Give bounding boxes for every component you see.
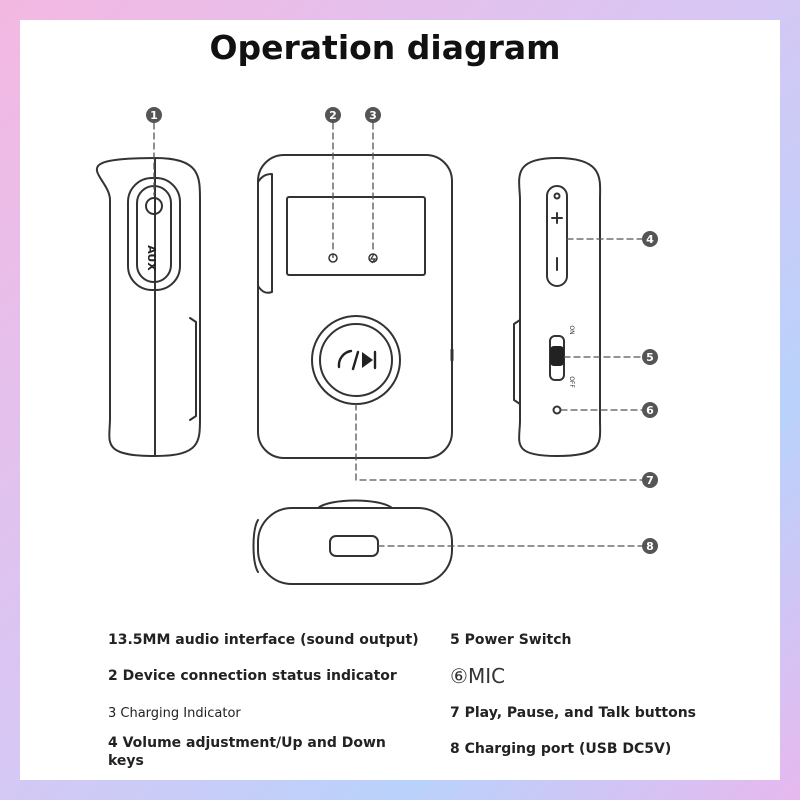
callout-7-number: 7 bbox=[646, 474, 654, 487]
switch-on-label: ON bbox=[568, 325, 575, 334]
callout-8: 8 bbox=[642, 538, 658, 554]
legend-item-3: 3 Charging Indicator bbox=[108, 706, 241, 721]
callout-6-number: 6 bbox=[646, 404, 654, 417]
callout-5: 5 bbox=[642, 349, 658, 365]
page-title: Operation diagram bbox=[209, 28, 561, 67]
legend-item-2: 2 Device connection status indicator bbox=[108, 668, 397, 684]
leader-lines bbox=[153, 122, 644, 547]
legend-item-6: ⑥MIC bbox=[450, 664, 505, 688]
legend-item-4: 4 Volume adjustment/Up and Down keys bbox=[108, 735, 386, 769]
callout-4-number: 4 bbox=[646, 233, 654, 246]
callout-4: 4 bbox=[642, 231, 658, 247]
device-right-view bbox=[513, 157, 602, 457]
switch-off-label: OFF bbox=[568, 376, 575, 388]
device-front-view bbox=[257, 154, 454, 459]
callout-3: 3 bbox=[365, 107, 381, 123]
legend-item-1: 13.5MM audio interface (sound output) bbox=[108, 632, 419, 648]
callout-1: 1 bbox=[146, 107, 162, 123]
callout-3-number: 3 bbox=[369, 109, 377, 122]
callout-7: 7 bbox=[642, 472, 658, 488]
legend-item-8: 8 Charging port (USB DC5V) bbox=[450, 741, 672, 757]
legend-item-5: 5 Power Switch bbox=[450, 632, 572, 648]
callout-2: 2 bbox=[325, 107, 341, 123]
callout-1-number: 1 bbox=[150, 109, 158, 122]
aux-label: AUX bbox=[145, 245, 158, 271]
device-bottom-view bbox=[252, 499, 453, 585]
legend-item-6-text: MIC bbox=[467, 664, 506, 688]
legend-item-6-marker: ⑥ bbox=[450, 664, 468, 688]
callout-2-number: 2 bbox=[329, 109, 337, 122]
charging-indicator-icon bbox=[369, 253, 377, 264]
power-switch-knob bbox=[550, 346, 564, 366]
callout-8-number: 8 bbox=[646, 540, 654, 553]
callout-6: 6 bbox=[642, 402, 658, 418]
legend-item-7: 7 Play, Pause, and Talk buttons bbox=[450, 705, 697, 721]
white-panel bbox=[20, 20, 780, 780]
device-left-view bbox=[95, 157, 201, 457]
callout-5-number: 5 bbox=[646, 351, 654, 364]
play-talk-icon bbox=[337, 349, 377, 371]
